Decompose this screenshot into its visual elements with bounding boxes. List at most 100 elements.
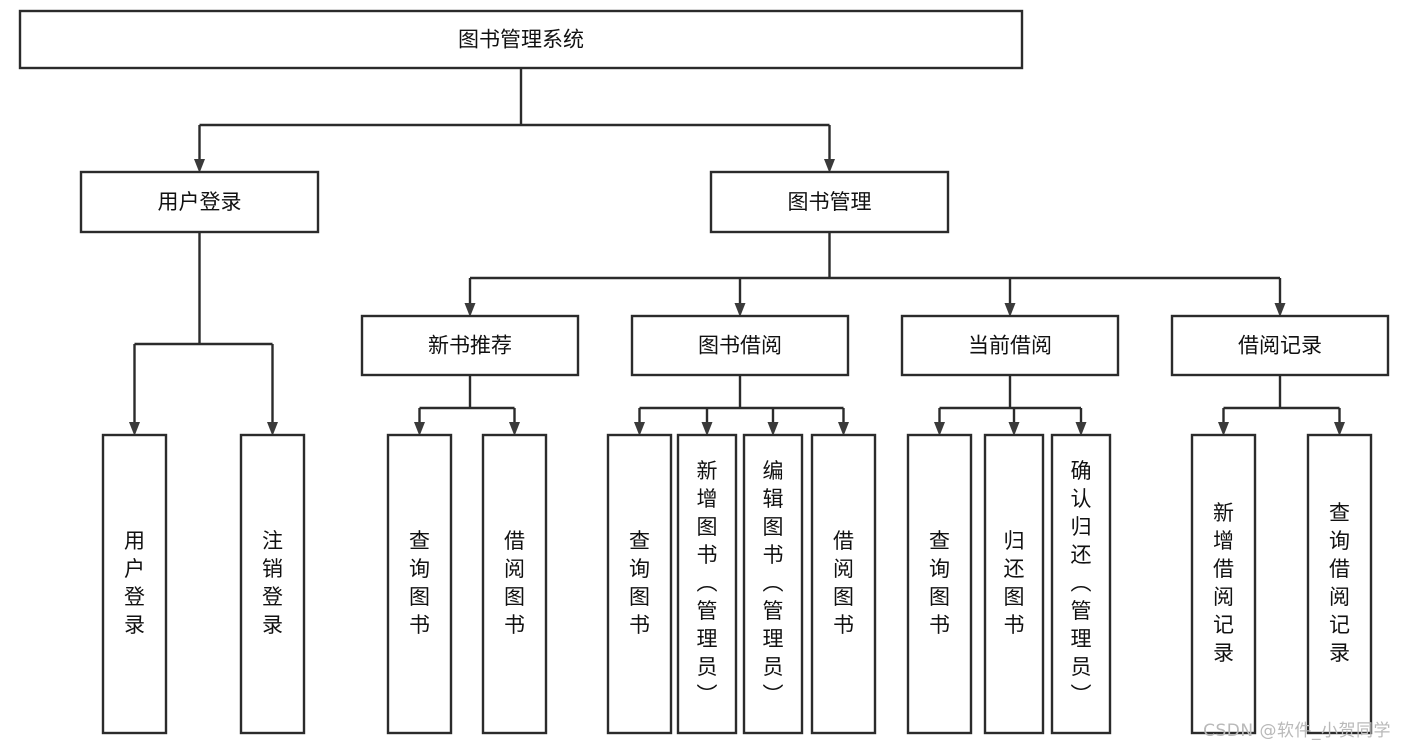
arrow-head-icon <box>701 422 713 436</box>
node-label-char: 销 <box>262 557 283 581</box>
node-box <box>906 433 973 735</box>
node-label-char: 归 <box>1004 529 1025 553</box>
node-label-char: 录 <box>1213 641 1234 665</box>
arrow-head-icon <box>767 422 779 436</box>
node-label-char: 书 <box>697 543 718 567</box>
node-box <box>1190 433 1257 735</box>
node-label-char: 录 <box>262 613 283 637</box>
arrow-head-icon <box>1334 422 1345 436</box>
arrow-head-icon <box>129 422 140 436</box>
node-box <box>1306 433 1373 735</box>
node-label-char: 书 <box>833 613 854 637</box>
node-label-char: 新 <box>1213 501 1234 525</box>
level3-node-book-borrow[interactable]: 图书借阅 <box>630 314 850 377</box>
node-label-char: 图 <box>697 515 718 539</box>
node-label-char: 借 <box>1329 557 1350 581</box>
node-label-char: 阅 <box>833 557 854 581</box>
node-label-char: 图 <box>629 585 650 609</box>
arrow-head-icon <box>414 422 425 436</box>
node-label-char: 录 <box>124 613 145 637</box>
node-box <box>481 433 548 735</box>
level3-node-new-book-rec[interactable]: 新书推荐 <box>360 314 580 377</box>
node-label-char: 编 <box>763 459 784 483</box>
node-box <box>983 433 1045 735</box>
node-label-char: 询 <box>409 557 430 581</box>
node-label-char: 记 <box>1329 613 1350 637</box>
nodes-layer: 图书管理系统用户登录图书管理新书推荐图书借阅当前借阅借阅记录用户登录注销登录查询… <box>18 9 1390 735</box>
node-label: 当前借阅 <box>968 334 1052 358</box>
arrow-head-icon <box>464 303 476 317</box>
node-label-char: 询 <box>629 557 650 581</box>
arrow-head-icon <box>838 422 849 436</box>
node-label-char: ︶ <box>1071 683 1092 707</box>
node-label-char: 户 <box>124 557 145 581</box>
node-label-char: ︵ <box>697 571 718 595</box>
node-box <box>606 433 673 735</box>
node-label-char: 查 <box>629 529 650 553</box>
node-label-char: 书 <box>763 543 784 567</box>
node-label-char: 管 <box>697 599 718 623</box>
leaf-node-leaf-user-login[interactable]: 用户登录 <box>101 433 168 735</box>
node-label: 图书管理 <box>788 190 872 214</box>
node-label-char: 增 <box>1213 529 1234 553</box>
node-box <box>810 433 877 735</box>
node-label-char: 图 <box>409 585 430 609</box>
node-box <box>79 170 320 234</box>
node-label-char: 确 <box>1071 459 1092 483</box>
node-box <box>709 170 950 234</box>
node-label-char: 查 <box>1329 501 1350 525</box>
level3-node-current-borrow[interactable]: 当前借阅 <box>900 314 1120 377</box>
node-label-char: 注 <box>262 529 283 553</box>
node-label-char: 员 <box>697 655 718 679</box>
node-label-char: 管 <box>763 599 784 623</box>
node-label-char: 还 <box>1071 543 1092 567</box>
arrow-head-icon <box>1274 303 1286 317</box>
node-label: 借阅记录 <box>1238 334 1322 358</box>
arrow-head-icon <box>509 422 520 436</box>
arrow-head-icon <box>194 159 205 173</box>
node-label-char: 录 <box>1329 641 1350 665</box>
arrow-head-icon <box>634 422 645 436</box>
node-label-char: 查 <box>929 529 950 553</box>
node-label-char: 理 <box>1071 627 1092 651</box>
level2-node-user-login[interactable]: 用户登录 <box>79 170 320 234</box>
node-label-char: 阅 <box>1329 585 1350 609</box>
node-label-char: 图 <box>763 515 784 539</box>
node-label-char: 图 <box>1004 585 1025 609</box>
node-label-char: 员 <box>763 655 784 679</box>
node-label-char: ︵ <box>1071 571 1092 595</box>
node-box <box>386 433 453 735</box>
node-label: 新书推荐 <box>428 334 512 358</box>
arrow-head-icon <box>824 159 835 173</box>
arrow-head-icon <box>934 422 945 436</box>
node-box <box>630 314 850 377</box>
node-box <box>239 433 306 735</box>
node-label-char: ︵ <box>763 571 784 595</box>
node-label-char: 查 <box>409 529 430 553</box>
node-label: 用户登录 <box>158 190 242 214</box>
node-label-char: 用 <box>124 529 145 553</box>
level2-node-book-manage[interactable]: 图书管理 <box>709 170 950 234</box>
level3-node-borrow-record[interactable]: 借阅记录 <box>1170 314 1390 377</box>
node-label-char: 阅 <box>504 557 525 581</box>
node-label-char: 登 <box>124 585 145 609</box>
arrow-head-icon <box>1008 422 1020 436</box>
node-label-char: 认 <box>1071 487 1092 511</box>
root-node-root[interactable]: 图书管理系统 <box>18 9 1024 70</box>
node-label-char: 管 <box>1071 599 1092 623</box>
node-label-char: 增 <box>697 487 718 511</box>
